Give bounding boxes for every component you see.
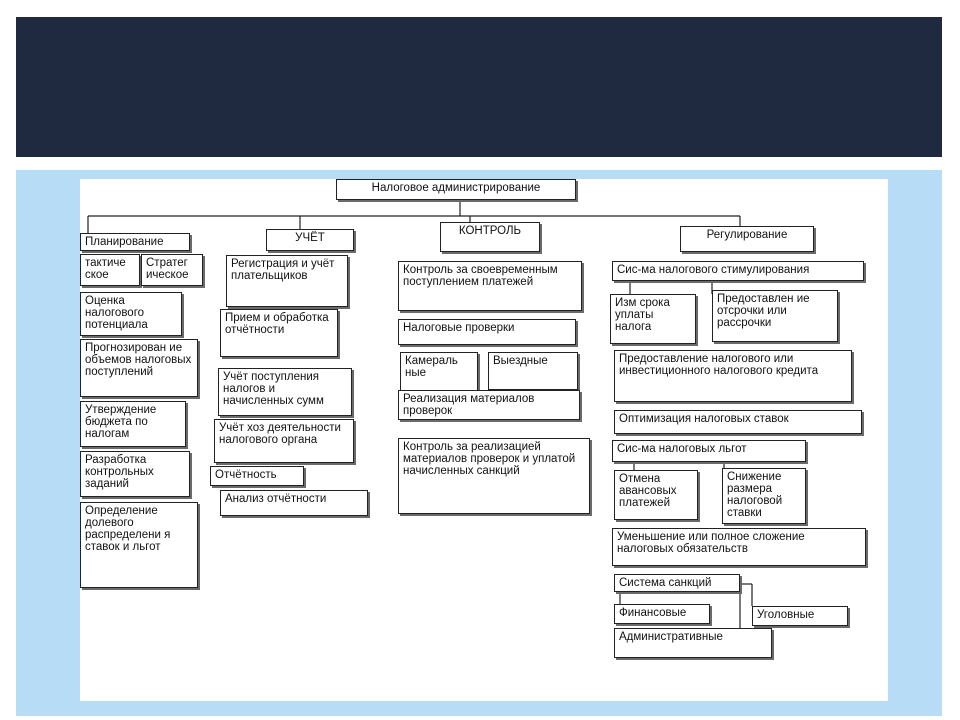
control-item-audit-materials: Реализация материалов проверок bbox=[398, 390, 580, 420]
regulation-item-sanctions-criminal: Уголовные bbox=[752, 606, 848, 626]
control-item-field-audits: Выездные bbox=[488, 352, 578, 390]
regulation-item-sanctions-financial: Финансовые bbox=[614, 604, 710, 624]
planning-item-control-tasks: Разработка контрольных заданий bbox=[80, 451, 190, 497]
regulation-item-sanctions-administrative: Административные bbox=[614, 628, 772, 658]
planning-item-forecast: Прогнозирован ие объемов налоговых посту… bbox=[80, 339, 198, 397]
accounting-item-reporting: Отчётность bbox=[210, 466, 304, 486]
control-item-sanction-payments: Контроль за реализацией материалов прове… bbox=[398, 438, 590, 514]
regulation-item-advance-cancel: Отмена авансовых платежей bbox=[614, 470, 698, 520]
regulation-item-rate-optimization: Оптимизация налоговых ставок bbox=[614, 410, 862, 434]
control-item-desk-audits: Камераль ные bbox=[400, 352, 478, 392]
accounting-item-registration: Регистрация и учёт плательщиков bbox=[226, 255, 348, 307]
accounting-header: УЧЁТ bbox=[266, 229, 354, 251]
slide-title-bar bbox=[16, 17, 942, 157]
regulation-header: Регулирование bbox=[680, 226, 814, 252]
accounting-item-business-activity: Учёт хоз деятельности налогового органа bbox=[214, 419, 354, 463]
control-item-timely-payments: Контроль за своевременным поступлением п… bbox=[398, 261, 582, 311]
regulation-item-deferral: Предоставлен ие отсрочки или рассрочки bbox=[712, 290, 838, 342]
planning-item-tactical: тактиче ское bbox=[80, 254, 140, 286]
control-header: КОНТРОЛЬ bbox=[440, 222, 540, 252]
planning-header: Планирование bbox=[80, 233, 190, 251]
accounting-item-reports-intake: Прием и обработка отчётности bbox=[220, 309, 338, 357]
planning-item-potential: Оценка налогового потенциала bbox=[80, 292, 182, 336]
regulation-item-sanctions-system: Система санкций bbox=[614, 574, 740, 592]
accounting-item-report-analysis: Анализ отчётности bbox=[220, 490, 368, 516]
root-node: Налоговое администрирование bbox=[336, 179, 576, 200]
regulation-item-benefits-system: Сис-ма налоговых льгот bbox=[612, 440, 806, 462]
planning-item-rate-distribution: Определение долевого распределени я став… bbox=[80, 502, 198, 588]
control-item-tax-audits: Налоговые проверки bbox=[398, 319, 576, 345]
regulation-item-rate-reduction: Снижение размера налоговой ставки bbox=[722, 468, 806, 524]
accounting-item-receipts: Учёт поступления налогов и начисленных с… bbox=[218, 368, 352, 416]
regulation-item-obligations-relief: Уменьшение или полное сложение налоговых… bbox=[612, 528, 866, 566]
planning-item-strategic: Стратег ическое bbox=[141, 254, 203, 286]
regulation-item-tax-credit: Предоставление налогового или инвестицио… bbox=[614, 350, 852, 402]
regulation-item-stimulus-system: Сис-ма налогового стимулирования bbox=[612, 261, 864, 281]
regulation-item-term-change: Изм срока уплаты налога bbox=[610, 294, 696, 344]
planning-item-budget: Утверждение бюджета по налогам bbox=[80, 401, 186, 447]
